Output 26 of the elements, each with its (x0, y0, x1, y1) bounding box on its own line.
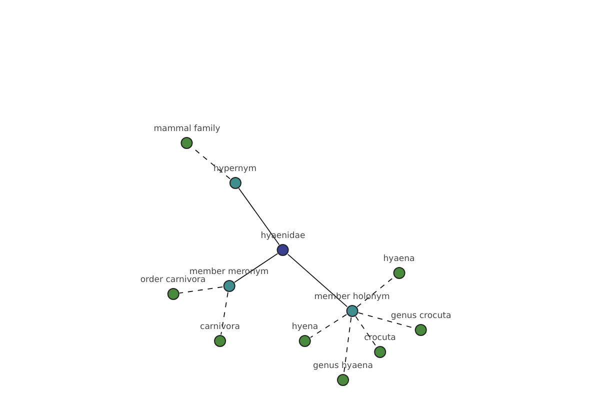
dashed-link (220, 292, 228, 336)
node-label: genus hyaena (313, 361, 373, 372)
dashed-link (343, 317, 352, 374)
node-label: crocuta (364, 333, 396, 344)
node-label: hyena (292, 322, 318, 333)
node-label: hyaena (383, 254, 415, 265)
node-label: hypernym (213, 164, 257, 175)
graph-node (383, 254, 415, 279)
graph-node (213, 164, 257, 189)
link-line (238, 188, 280, 246)
dashed-link (310, 314, 347, 338)
graph-node (140, 275, 206, 300)
graph-node (313, 361, 373, 386)
node-label: mammal family (154, 124, 220, 135)
dashed-link (356, 276, 394, 308)
graph-node (364, 333, 396, 358)
graph-node (390, 311, 452, 336)
node-label: genus crocuta (390, 311, 452, 322)
graph-node (292, 322, 318, 347)
dashed-link (178, 286, 224, 294)
node-label: order carnivora (140, 275, 206, 286)
graph-node (200, 322, 240, 347)
dashed-link (355, 316, 377, 348)
link-line (287, 254, 348, 308)
graph-node (154, 124, 220, 149)
node-label: carnivora (200, 322, 240, 333)
